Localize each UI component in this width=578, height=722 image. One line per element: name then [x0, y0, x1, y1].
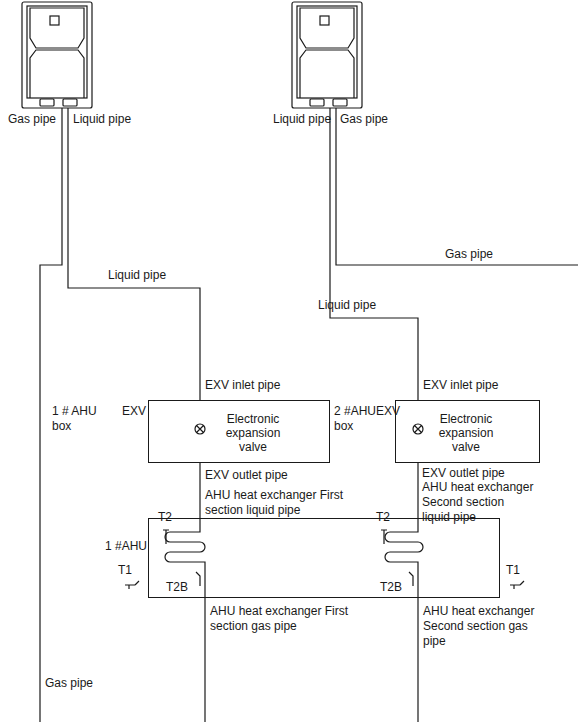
pipe-label: 1 # AHU box: [52, 404, 114, 434]
pipe-label: AHU heat exchanger First section gas pip…: [210, 604, 360, 634]
outdoor-unit: [22, 2, 92, 108]
exv-box: Electronic expansion valve: [395, 400, 540, 463]
outdoor-unit: [292, 2, 362, 108]
sensor-symbol: [510, 581, 524, 589]
heat-exchanger-coil: [165, 518, 205, 598]
sensor-symbol: [381, 530, 387, 544]
sensor-label: T2: [158, 510, 172, 525]
pipe-label: Gas pipe: [445, 247, 493, 262]
pipe-label: EXV inlet pipe: [423, 378, 498, 393]
valve-symbol: [413, 424, 423, 434]
sensor-symbol: [409, 572, 413, 586]
sensor-symbol: [163, 530, 169, 544]
exv-outlet-pipe: [417, 463, 418, 518]
pipe-label: EXV outlet pipe: [422, 466, 505, 481]
pipe-label: EXV: [122, 404, 146, 419]
pipe-label: Gas pipe: [340, 112, 388, 127]
sensor-symbol: [125, 581, 139, 589]
pipe-label: EXV: [376, 404, 400, 419]
sensor-label: T1: [506, 563, 520, 578]
gas-pipe: [336, 108, 578, 265]
unit-label: 1 #AHU: [101, 539, 147, 553]
pipe-label: Gas pipe: [45, 676, 93, 691]
pipe-label: AHU heat exchanger First section liquid …: [205, 488, 355, 518]
sensor-label: T2: [376, 510, 390, 525]
gas-pipe: [204, 598, 205, 722]
exv-box: Electronic expansion valve: [148, 400, 330, 463]
liquid-pipe: [68, 108, 200, 400]
gas-pipe: [417, 598, 418, 722]
box-text: Electronic expansion valve: [215, 412, 291, 454]
pipe-label: EXV outlet pipe: [205, 468, 288, 483]
pipe-label: Liquid pipe: [318, 298, 376, 313]
sensor-symbol: [196, 572, 200, 586]
ahu-box: 1 #AHU: [148, 518, 500, 598]
pipe-label: AHU heat exchanger Second section gas pi…: [423, 604, 535, 649]
box-text: Electronic expansion valve: [428, 412, 504, 454]
sensor-label: T1: [118, 563, 132, 578]
pipe-label: Liquid pipe: [73, 112, 131, 127]
pipe-label: EXV inlet pipe: [205, 378, 280, 393]
sensor-label: T2B: [166, 580, 188, 595]
pipe-label: Gas pipe: [8, 112, 56, 127]
pipe-label: AHU heat exchanger Second section liquid…: [422, 480, 534, 525]
valve-symbol: [195, 424, 205, 434]
exv-outlet-pipe: [199, 463, 200, 518]
liquid-pipe: [330, 108, 418, 400]
pipe-label: Liquid pipe: [108, 268, 166, 283]
pipe-label: Liquid pipe: [273, 112, 331, 127]
sensor-label: T2B: [380, 580, 402, 595]
